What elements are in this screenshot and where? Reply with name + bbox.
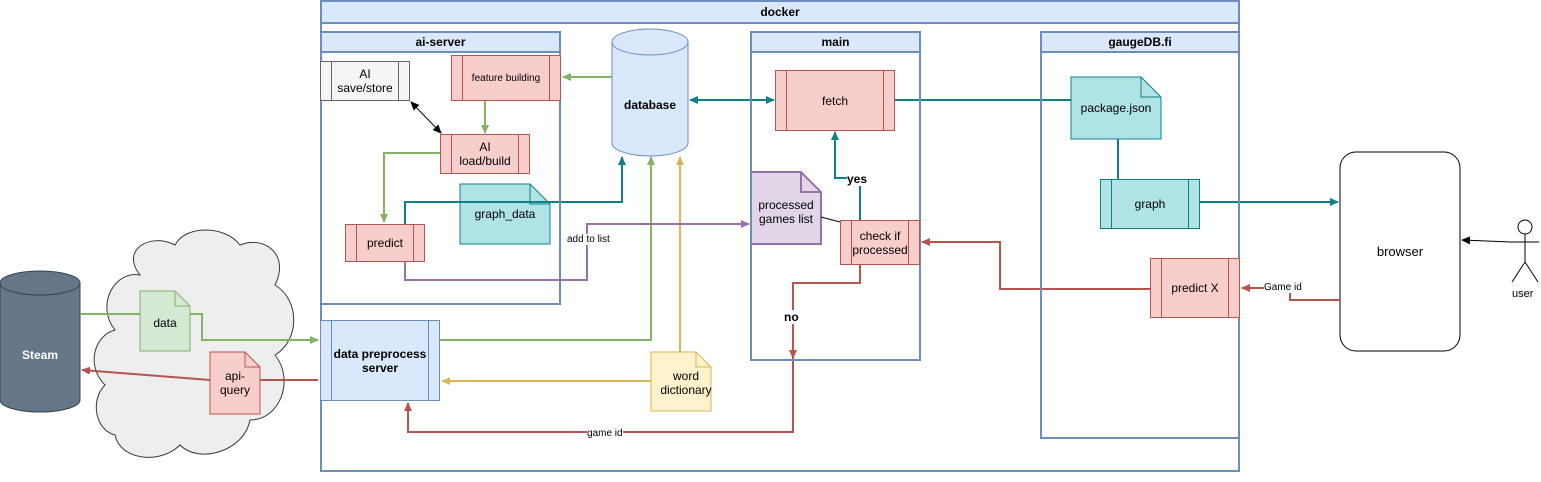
edge-user-browser — [1461, 236, 1512, 245]
data-preprocess-server-node: data preprocess server — [320, 320, 440, 401]
package-json-node: package.json — [1071, 85, 1161, 130]
edge-label-game-id-right: Game id — [1264, 282, 1302, 293]
processed-games-list-node: processed games list — [751, 182, 821, 242]
steam-node: Steam — [0, 335, 80, 375]
docker-title: docker — [320, 0, 1240, 24]
word-dictionary-label: word dictionary — [660, 369, 712, 397]
ai-save-store-node: AI save/store — [320, 61, 410, 101]
edge-label-add-to-list: add to list — [567, 234, 610, 245]
browser-node: browser — [1340, 152, 1460, 351]
graph-data-node: graph_data — [460, 184, 550, 244]
edge-predict-database — [404, 156, 626, 225]
edge-data-preprocess — [80, 313, 318, 340]
predict-label: predict — [366, 236, 404, 250]
fetch-label: fetch — [821, 93, 848, 108]
edge-preprocess-database — [440, 156, 655, 341]
predict-node: predict — [345, 224, 425, 262]
edge-label-yes: yes — [847, 172, 868, 186]
steam-label: Steam — [21, 348, 59, 362]
ai-save-store-label: AI save/store — [337, 67, 393, 95]
database-cylinder-shape — [611, 28, 689, 157]
user-label: user — [1512, 288, 1534, 300]
graph-label: graph — [1134, 197, 1166, 211]
edge-load-predict — [380, 152, 440, 223]
edge-preprocess-steam — [82, 370, 318, 381]
predict-x-label: predict X — [1171, 281, 1219, 295]
edge-predict-list — [404, 220, 750, 281]
main-title: main — [750, 31, 921, 53]
feature-building-node: feature building — [451, 55, 561, 101]
package-json-label: package.json — [1080, 100, 1152, 115]
package-json-doc-shape — [1070, 76, 1162, 140]
check-if-processed-node: check if processed — [840, 220, 920, 265]
data-preprocess-server-label: data preprocess server — [333, 346, 427, 375]
predict-x-node: predict X — [1150, 258, 1240, 318]
gaugedb-title: gaugeDB.fi — [1040, 31, 1240, 53]
steam-cylinder-shape — [0, 270, 81, 413]
processed-games-list-label: processed games list — [758, 198, 814, 226]
edge-label-game-id-bottom: game id — [587, 428, 623, 439]
edge-list-check — [820, 216, 841, 223]
api-query-label: api-query — [219, 369, 251, 397]
data-node: data — [140, 300, 190, 345]
edge-save-load — [410, 101, 442, 134]
word-dictionary-node: word dictionary — [651, 360, 721, 406]
feature-building-label: feature building — [471, 72, 541, 84]
graph-data-doc-shape — [459, 183, 551, 245]
ai-server-title: ai-server — [320, 31, 561, 53]
database-label: database — [623, 98, 677, 112]
graph-data-label: graph_data — [474, 207, 536, 221]
browser-shape — [1339, 151, 1461, 352]
ai-load-build-node: AI load/build — [440, 134, 530, 174]
graph-node: graph — [1100, 179, 1200, 229]
edge-label-no: no — [784, 310, 799, 324]
check-if-processed-label: check if processed — [852, 228, 908, 257]
ai-load-build-label: AI load/build — [459, 140, 511, 168]
database-node: database — [612, 85, 688, 125]
browser-label: browser — [1376, 244, 1424, 259]
fetch-node: fetch — [775, 70, 895, 131]
data-label: data — [153, 315, 177, 330]
api-query-node: api-query — [210, 358, 260, 408]
user-icon — [1511, 219, 1539, 283]
edge-predictx-check — [921, 238, 1150, 290]
